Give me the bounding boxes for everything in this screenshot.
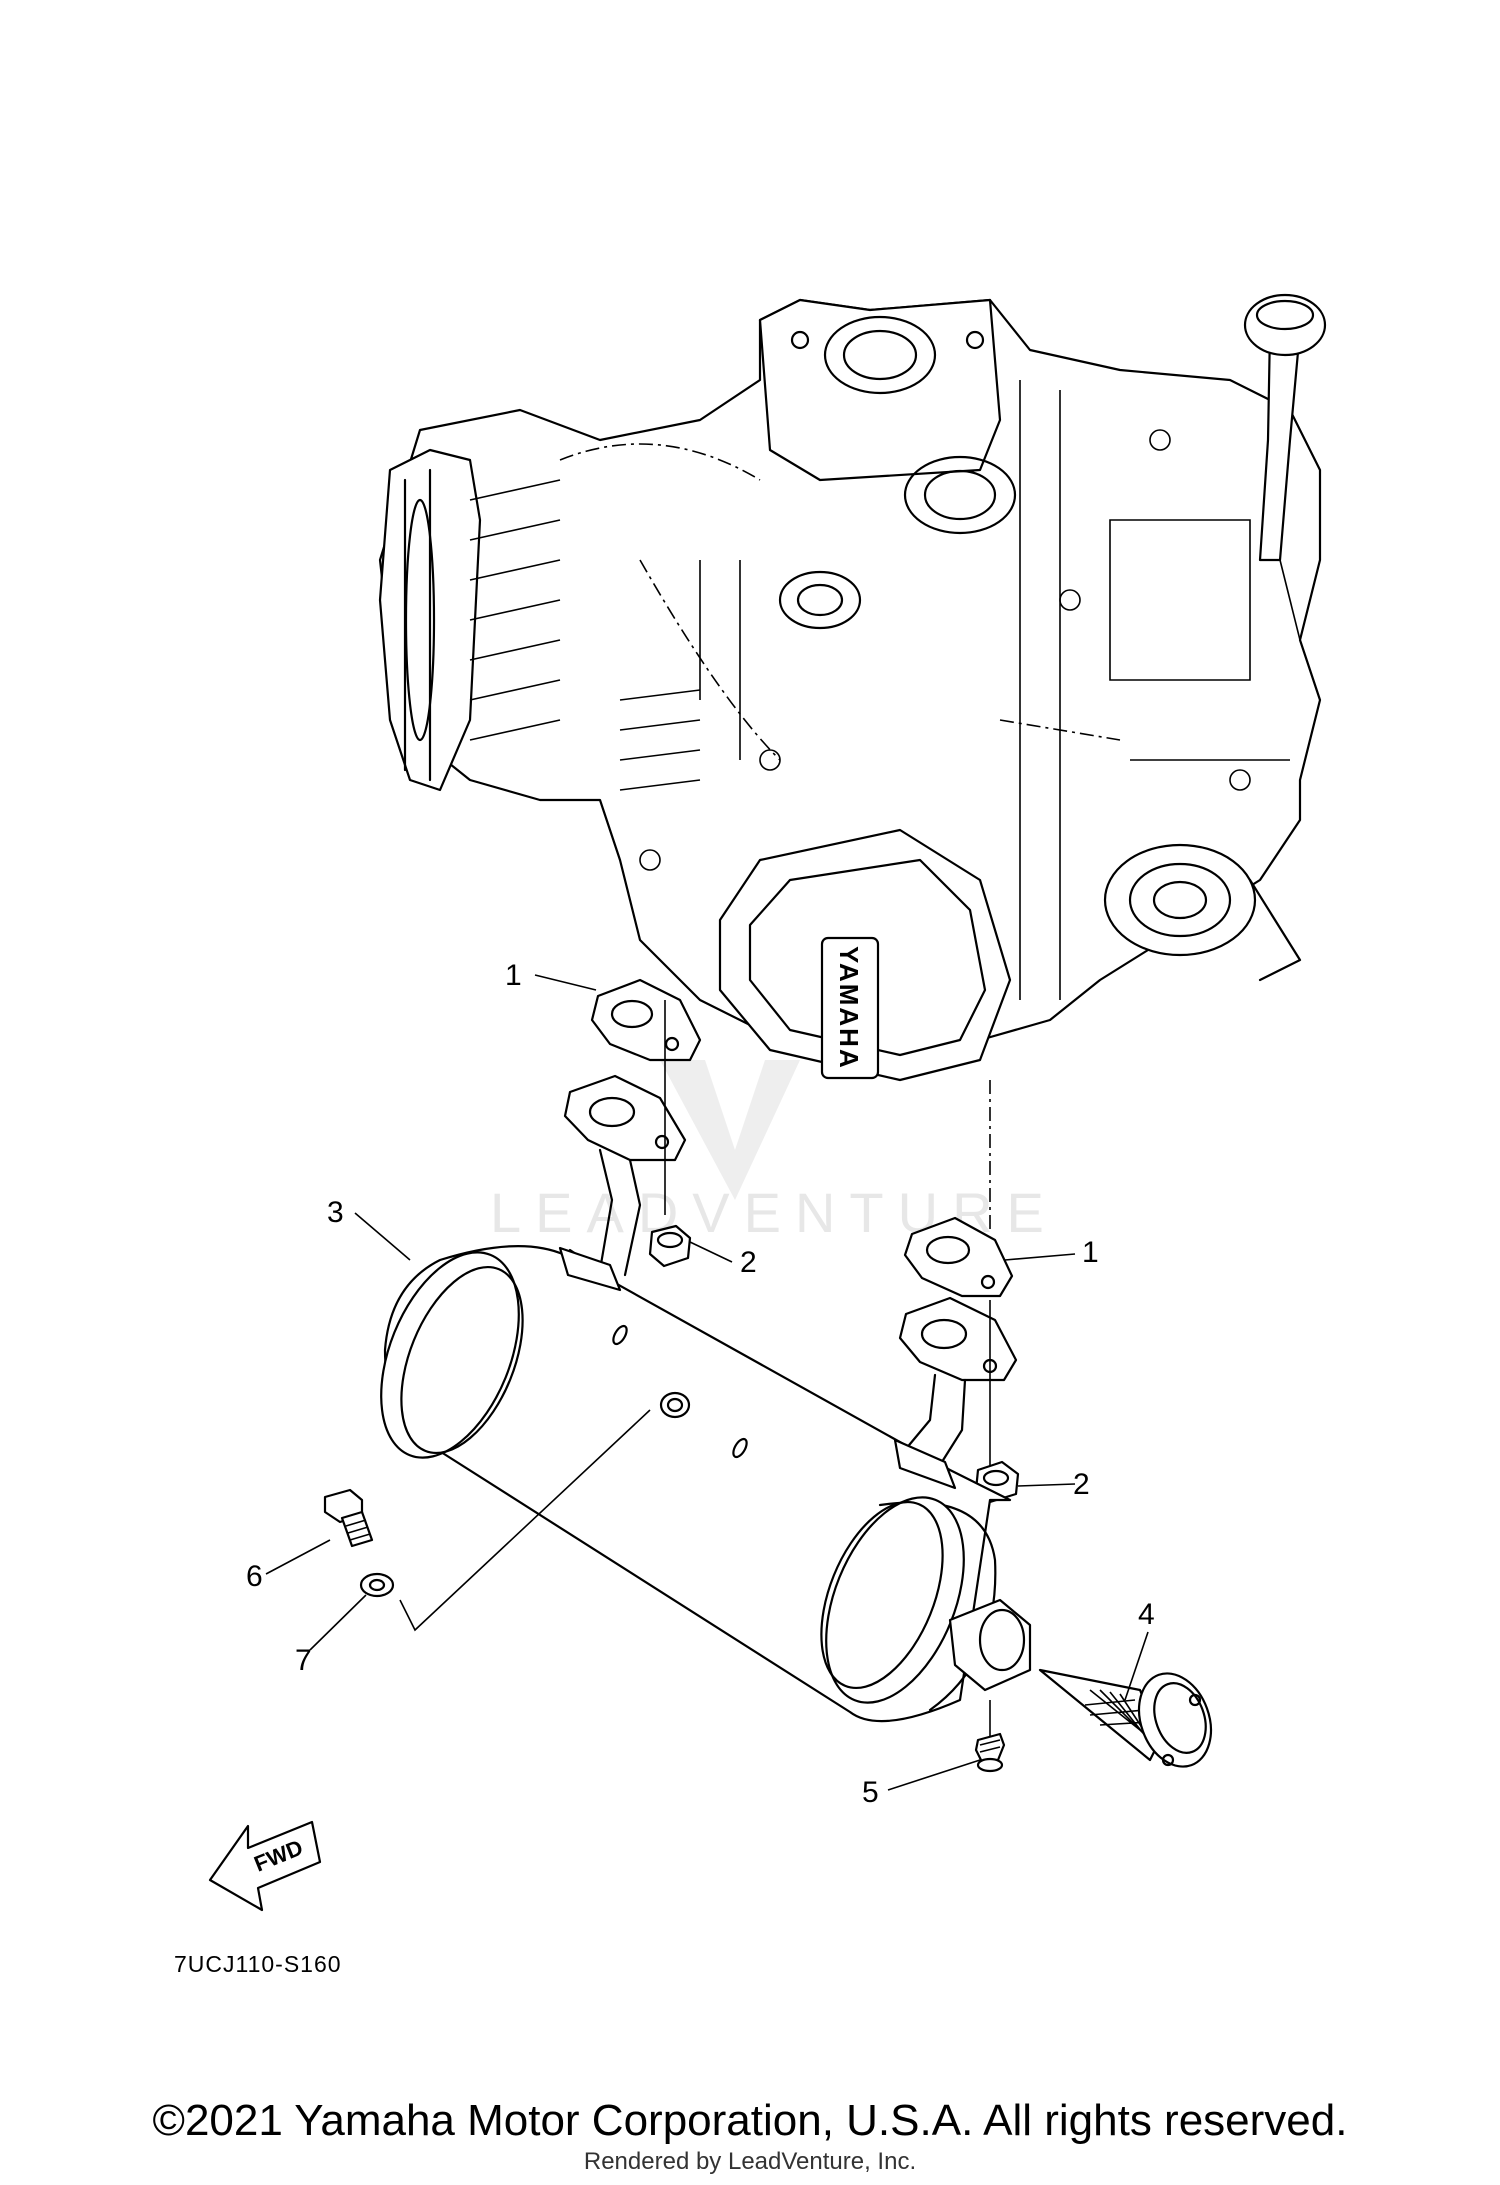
rendered-by-credit: Rendered by LeadVenture, Inc. — [583, 2148, 917, 2175]
watermark-logo — [660, 1060, 800, 1200]
muffler — [380, 1245, 1032, 1723]
callout-leaders — [265, 974, 1149, 1791]
gasket-left — [590, 978, 702, 1062]
exhaust-flange-right — [893, 1296, 1018, 1467]
spark-arrester — [1038, 1668, 1213, 1768]
callout-7: 7 — [295, 1644, 312, 1677]
bolt-6 — [323, 1488, 374, 1548]
part-code: 7UCJ110-S160 — [174, 1951, 342, 1977]
callout-1-right: 1 — [1082, 1236, 1099, 1269]
callout-2-left: 2 — [740, 1246, 757, 1279]
engine-assembly: YAMAHA — [378, 293, 1327, 1082]
fwd-arrow-icon: FWD — [208, 1820, 322, 1912]
screw-5 — [974, 1732, 1006, 1773]
callout-1-left: 1 — [505, 959, 522, 992]
callout-6: 6 — [246, 1560, 263, 1593]
callout-5: 5 — [862, 1776, 879, 1809]
callout-3: 3 — [327, 1196, 344, 1229]
copyright-notice: ©2021 Yamaha Motor Corporation, U.S.A. A… — [152, 2096, 1348, 2145]
nut-left — [648, 1224, 692, 1268]
callout-2-right: 2 — [1073, 1468, 1090, 1501]
gasket-right — [903, 1216, 1014, 1298]
washer-7 — [359, 1572, 395, 1598]
callout-4: 4 — [1138, 1598, 1155, 1631]
engine-badge: YAMAHA — [834, 946, 864, 1070]
